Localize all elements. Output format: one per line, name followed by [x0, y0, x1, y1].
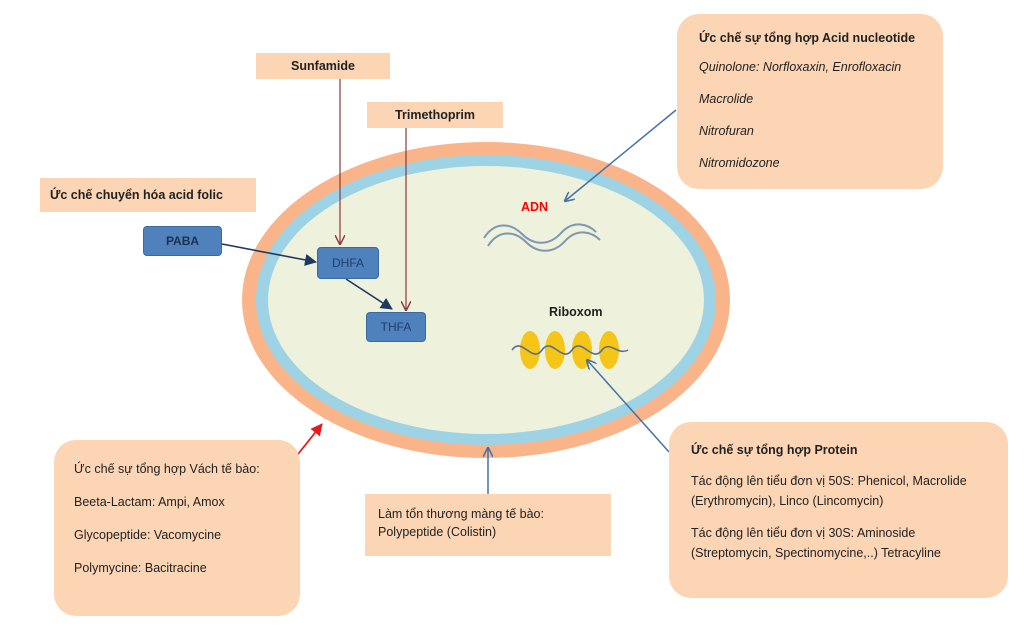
protein-title: Ức chế sự tổng hợp Protein [691, 443, 858, 457]
adn-label: ADN [521, 200, 549, 214]
nucleotide-item-nitrofuran: Nitrofuran [699, 124, 754, 138]
sunfamide-label: Sunfamide [256, 53, 390, 79]
thfa-box: THFA [366, 312, 426, 342]
protein-line-30s-cont: (Streptomycin, Spectinomycine,..) Tetrac… [691, 546, 941, 560]
membrane-line-1: Làm tổn thương màng tế bào: [378, 507, 544, 521]
arrow-paba-dhfa [221, 243, 317, 266]
protein-inhibition-box: Ức chế sự tổng hợp Protein Tác động lên … [669, 422, 1008, 598]
paba-box: PABA [143, 226, 222, 256]
ribosome-icon [511, 331, 629, 369]
folic-inhibition-label: Ức chế chuyển hóa acid folic [40, 178, 256, 212]
cellwall-title: Ức chế sự tổng hợp Vách tế bào: [74, 462, 260, 476]
cellwall-inhibition-box: Ức chế sự tổng hợp Vách tế bào: Beeta-La… [54, 440, 300, 616]
ribosome-label: Riboxom [549, 305, 603, 319]
nucleotide-inhibition-box: Ức chế sự tổng hợp Acid nucleotide Quino… [677, 14, 943, 189]
cytoplasm [268, 166, 704, 434]
protein-line-50s: Tác động lên tiểu đơn vị 50S: Phenicol, … [691, 474, 967, 488]
protein-line-30s: Tác động lên tiểu đơn vị 30S: Aminoside [691, 526, 916, 540]
protein-line-50s-cont: (Erythromycin), Linco (Lincomycin) [691, 494, 884, 508]
cellwall-item-betalactam: Beeta-Lactam: Ampi, Amox [74, 495, 225, 509]
arrow-nucleotide-adn [565, 109, 677, 201]
cellwall-item-polymycine: Polymycine: Bacitracine [74, 561, 207, 575]
membrane-damage-box: Làm tổn thương màng tế bào: Polypeptide … [365, 494, 611, 556]
nucleotide-item-quinolone: Quinolone: Norfloxaxin, Enrofloxacin [699, 60, 902, 74]
nucleotide-title: Ức chế sự tổng hợp Acid nucleotide [699, 31, 916, 45]
dhfa-box: DHFA [317, 247, 379, 279]
dna-strand-icon [483, 223, 601, 252]
membrane-line-2: Polypeptide (Colistin) [378, 525, 497, 539]
arrow-protein-ribosome [587, 360, 670, 453]
trimethoprim-label: Trimethoprim [367, 102, 503, 128]
arrow-dhfa-thfa [345, 278, 393, 310]
cellwall-item-glycopeptide: Glycopeptide: Vacomycine [74, 528, 222, 542]
nucleotide-item-nitromidozone: Nitromidozone [699, 156, 780, 170]
nucleotide-item-macrolide: Macrolide [699, 92, 754, 106]
